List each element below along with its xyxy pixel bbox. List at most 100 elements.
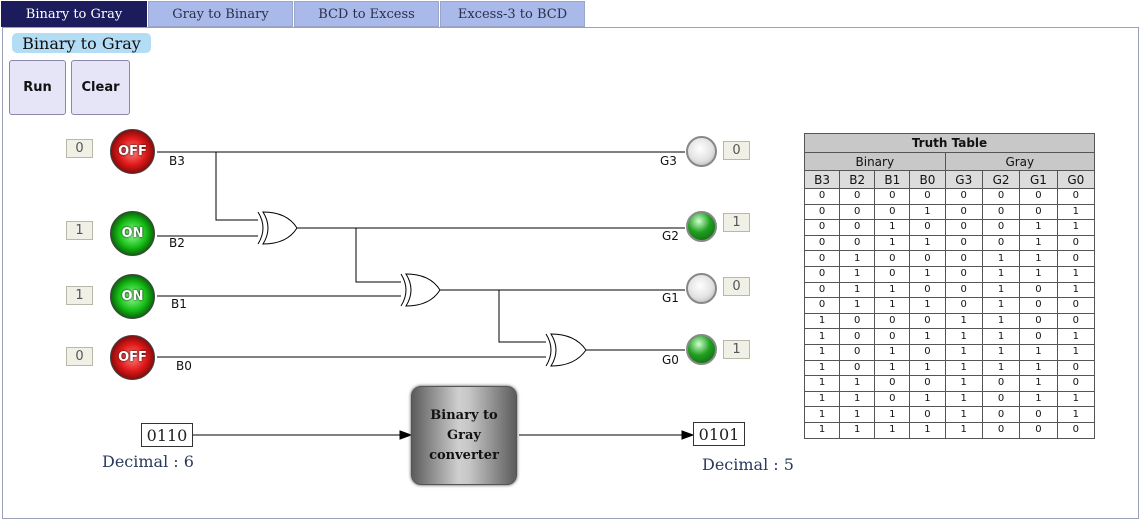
- table-cell: 1: [839, 375, 876, 392]
- table-cell: 1: [909, 359, 946, 377]
- table-cell: 0: [981, 421, 1021, 439]
- table-cell: 1: [944, 328, 983, 345]
- table-cell: 0: [839, 343, 876, 361]
- table-cell: 0: [839, 219, 876, 236]
- table-cell: 0: [839, 312, 876, 330]
- switch-b0[interactable]: OFF: [110, 335, 155, 380]
- table-cell: 1: [874, 359, 911, 377]
- label-g0: G0: [662, 353, 679, 367]
- table-cell: 1: [839, 406, 876, 423]
- truth-table-header: G1: [1019, 170, 1058, 189]
- converter-block: Binary to Gray converter: [411, 386, 517, 485]
- table-cell: 1: [803, 312, 841, 330]
- tab-excess3-to-bcd[interactable]: Excess-3 to BCD: [440, 1, 585, 27]
- converter-label: Binary to Gray converter: [429, 407, 499, 463]
- table-cell: 1: [1019, 234, 1058, 252]
- table-cell: 0: [839, 359, 876, 377]
- table-cell: 0: [1056, 188, 1096, 205]
- table-cell: 1: [944, 375, 983, 392]
- tab-bcd-to-excess[interactable]: BCD to Excess: [294, 1, 439, 27]
- table-cell: 0: [874, 188, 911, 205]
- xor-gate-1: [257, 211, 298, 245]
- switch-b2[interactable]: ON: [110, 211, 155, 256]
- table-cell: 0: [944, 250, 983, 267]
- table-cell: 0: [1056, 250, 1096, 267]
- table-cell: 1: [874, 234, 911, 252]
- table-cell: 0: [1019, 312, 1058, 330]
- table-cell: 1: [803, 375, 841, 392]
- table-cell: 1: [1019, 359, 1058, 377]
- table-cell: 0: [874, 390, 911, 408]
- table-cell: 1: [981, 265, 1021, 283]
- page-title: Binary to Gray: [12, 33, 151, 53]
- table-cell: 0: [909, 219, 946, 236]
- table-cell: 1: [874, 281, 911, 299]
- table-cell: 1: [874, 421, 911, 439]
- table-cell: 0: [1019, 421, 1058, 439]
- table-cell: 1: [909, 421, 946, 439]
- table-cell: 0: [1019, 281, 1058, 299]
- table-cell: 0: [803, 188, 841, 205]
- table-cell: 1: [1056, 265, 1096, 283]
- tab-gray-to-binary[interactable]: Gray to Binary: [148, 1, 293, 27]
- output-value-g1: 0: [723, 277, 750, 296]
- table-cell: 0: [1019, 406, 1058, 423]
- binary-input-display: 0110: [141, 423, 193, 447]
- truth-table-header: G2: [981, 170, 1021, 189]
- table-cell: 1: [1056, 390, 1096, 408]
- table-cell: 1: [981, 328, 1021, 345]
- table-cell: 0: [944, 234, 983, 252]
- table-cell: 1: [874, 406, 911, 423]
- table-cell: 0: [839, 203, 876, 221]
- table-cell: 1: [839, 281, 876, 299]
- table-cell: 0: [803, 250, 841, 267]
- table-cell: 0: [981, 219, 1021, 236]
- label-b1: B1: [171, 297, 187, 311]
- table-cell: 1: [1056, 406, 1096, 423]
- xor-gate-2: [400, 273, 441, 307]
- switch-b3[interactable]: OFF: [110, 129, 155, 174]
- table-cell: 1: [981, 312, 1021, 330]
- table-cell: 1: [944, 359, 983, 377]
- tab-bar: Binary to Gray Gray to Binary BCD to Exc…: [0, 0, 1144, 28]
- xor-gate-3: [545, 333, 587, 367]
- wire-xor2-xor3: [498, 290, 549, 343]
- table-cell: 0: [1019, 328, 1058, 345]
- table-cell: 0: [1019, 188, 1058, 205]
- table-cell: 1: [944, 312, 983, 330]
- table-cell: 1: [981, 359, 1021, 377]
- table-cell: 0: [803, 265, 841, 283]
- table-cell: 0: [839, 188, 876, 205]
- table-cell: 1: [909, 203, 946, 221]
- output-value-g2: 1: [723, 213, 750, 232]
- table-cell: 0: [944, 265, 983, 283]
- run-button[interactable]: Run: [9, 60, 66, 115]
- clear-button[interactable]: Clear: [71, 60, 130, 115]
- table-cell: 1: [1056, 328, 1096, 345]
- table-cell: 0: [981, 188, 1021, 205]
- table-cell: 1: [803, 359, 841, 377]
- table-cell: 1: [874, 219, 911, 236]
- label-b3: B3: [169, 154, 185, 168]
- table-cell: 1: [803, 390, 841, 408]
- table-cell: 1: [1056, 281, 1096, 299]
- truth-table-header: B2: [839, 170, 876, 189]
- table-cell: 0: [981, 203, 1021, 221]
- table-cell: 0: [1056, 421, 1096, 439]
- switch-b1[interactable]: ON: [110, 274, 155, 319]
- table-cell: 0: [1056, 297, 1096, 314]
- table-cell: 0: [1056, 375, 1096, 392]
- table-cell: 0: [981, 234, 1021, 252]
- tab-binary-to-gray[interactable]: Binary to Gray: [1, 1, 147, 27]
- table-cell: 0: [803, 297, 841, 314]
- table-cell: 0: [874, 203, 911, 221]
- table-cell: 1: [944, 406, 983, 423]
- label-g3: G3: [660, 154, 677, 168]
